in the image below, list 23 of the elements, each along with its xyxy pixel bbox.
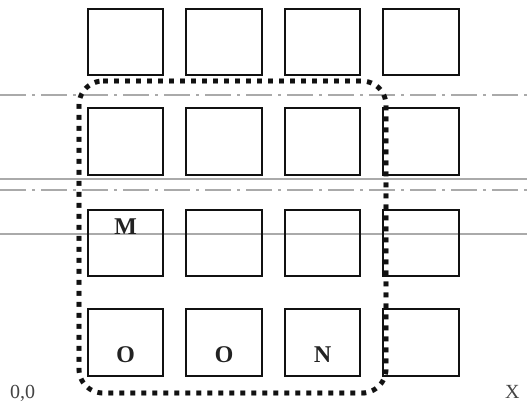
box-letter: M: [114, 215, 137, 239]
box-letter: O: [214, 343, 234, 367]
axis-label: X: [505, 382, 520, 402]
square-box: [382, 107, 460, 176]
square-box: [284, 8, 361, 76]
square-box: [87, 209, 164, 277]
square-box: [87, 107, 164, 176]
square-box: [185, 8, 263, 76]
square-box: [185, 107, 263, 176]
square-box: [284, 107, 361, 176]
square-box: [382, 209, 460, 277]
square-box: [382, 308, 460, 377]
square-box: [87, 308, 164, 377]
square-box: [185, 308, 263, 377]
square-box: [284, 209, 361, 277]
square-box: [382, 8, 460, 76]
axis-label: 0,0: [10, 382, 35, 402]
square-box: [185, 209, 263, 277]
box-letter: N: [314, 343, 332, 367]
box-letter: O: [116, 343, 135, 367]
square-box: [87, 8, 164, 76]
dotted-region: [76, 78, 389, 396]
square-box: [284, 308, 361, 377]
